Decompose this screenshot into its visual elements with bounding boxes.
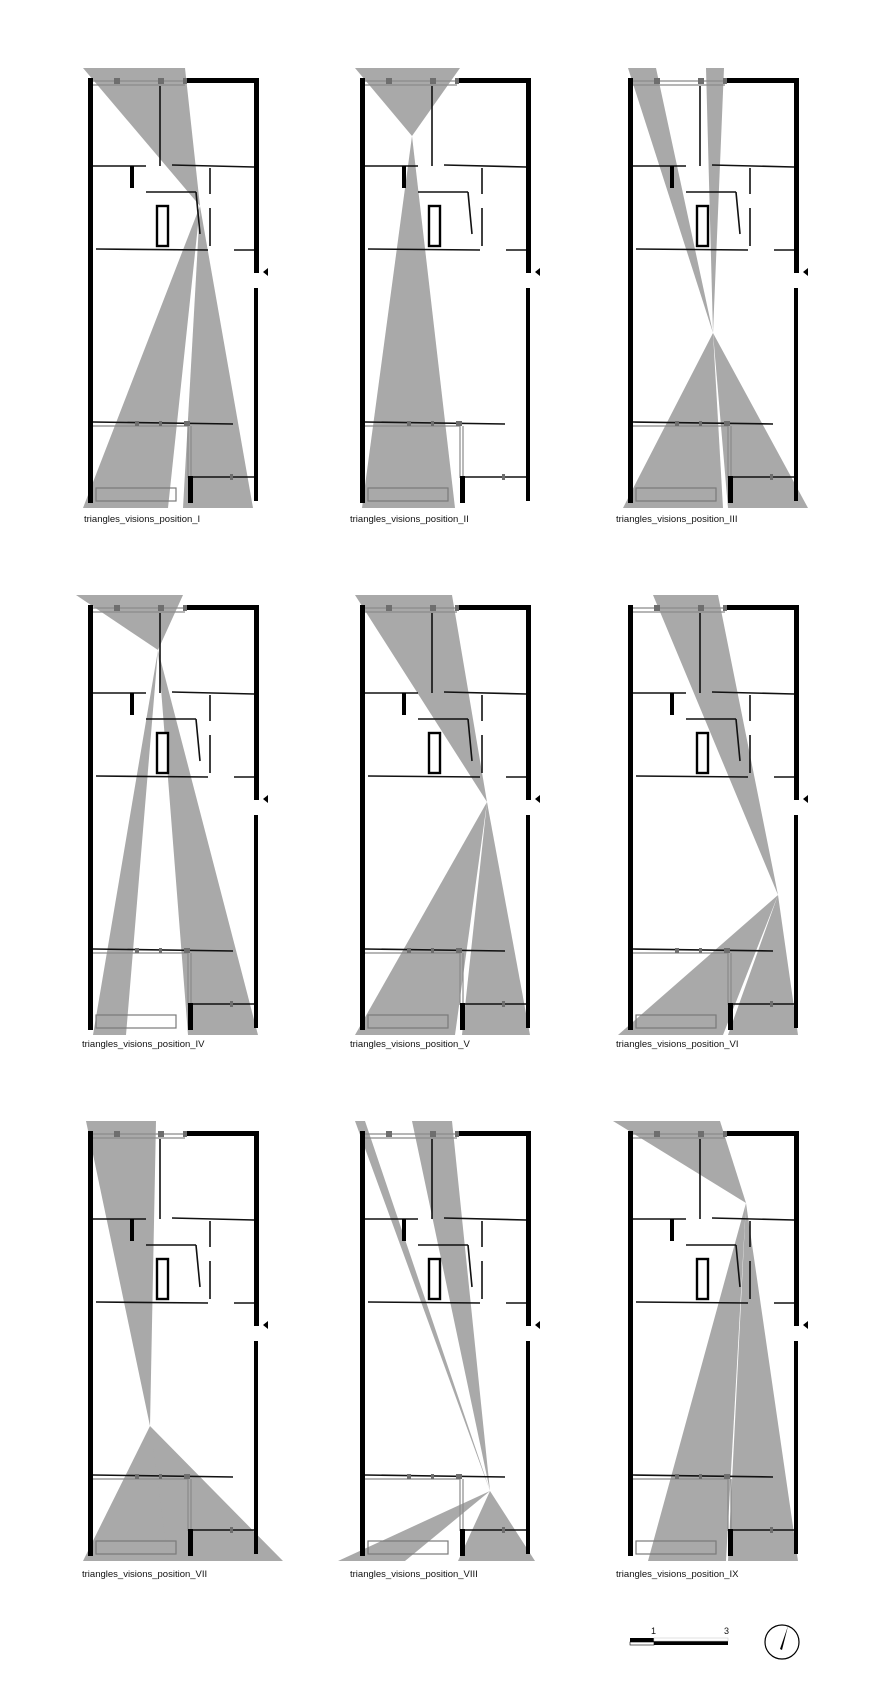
vision-cone [183,206,253,508]
plan-position-VII: triangles_visions_position_VII [82,1121,283,1580]
vision-cone [653,595,778,895]
vision-cone [83,206,200,508]
plan-position-VI: triangles_visions_position_VI [616,595,810,1050]
vision-cone [158,650,258,1035]
vision-cone [613,1121,746,1203]
vision-cone [362,136,455,508]
vision-cone [355,802,487,1035]
plan-label: triangles_visions_position_V [350,1039,471,1050]
vision-cone [355,595,487,802]
vision-cone [713,333,808,508]
scale-tick-3: 3 [724,1626,729,1636]
vision-cone [623,333,723,508]
plan-label: triangles_visions_position_VIII [350,1569,478,1580]
plan-label: triangles_visions_position_VI [616,1039,739,1050]
vision-cone [93,650,158,1035]
vision-cone [728,1203,798,1561]
plan-position-IV: triangles_visions_position_IV [76,595,270,1050]
scale-tick-1: 1 [651,1626,656,1636]
plan-label: triangles_visions_position_III [616,514,737,525]
vision-cone [338,1491,490,1561]
vision-cone [458,1491,535,1561]
vision-cone [628,68,713,333]
plan-label: triangles_visions_position_VII [82,1569,207,1580]
vision-cone [728,895,798,1035]
vision-cone [150,1426,283,1561]
vision-cone [618,895,778,1035]
plan-position-IX: triangles_visions_position_IX [613,1121,810,1580]
north-arrow-icon [764,1624,800,1660]
scale-bar: 1 3 [629,1626,729,1646]
plan-label: triangles_visions_position_II [350,514,469,525]
plan-position-I: triangles_visions_position_I [83,68,270,525]
plan-label: triangles_visions_position_IV [82,1039,205,1050]
plan-label: triangles_visions_position_IX [616,1569,739,1580]
plan-position-V: triangles_visions_position_V [350,595,542,1050]
vision-cone [355,68,460,136]
vision-cone [76,595,183,650]
vision-cone [355,1121,490,1491]
vision-cone [462,802,530,1035]
plan-label: triangles_visions_position_I [84,514,200,525]
vision-cone [706,68,724,333]
vision-cone [648,1203,746,1561]
vision-cone [83,68,200,206]
vision-cone [86,1121,156,1426]
plan-position-VIII: triangles_visions_position_VIII [338,1121,542,1580]
plan-position-II: triangles_visions_position_II [350,68,542,525]
plan-position-III: triangles_visions_position_III [616,68,810,525]
